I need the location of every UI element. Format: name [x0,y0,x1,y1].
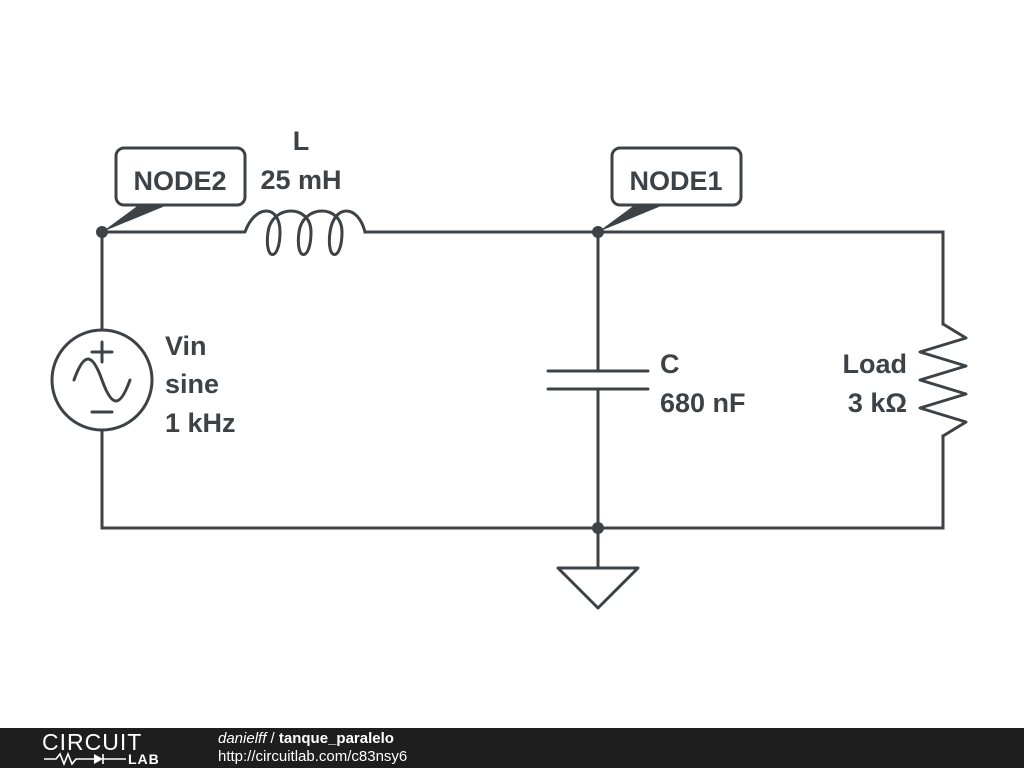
ground-symbol [556,566,640,610]
node1-label: NODE1 [629,166,722,196]
author-link[interactable]: danielff [218,730,267,747]
resistor-symbol [918,322,968,438]
inductor-name: L [293,126,310,156]
logo-text-circuit: CIRCUIT [42,729,143,755]
capacitor-name: C [660,349,680,379]
circuit-url-link[interactable]: http://circuitlab.com/c83nsy6 [218,748,408,765]
node1-flag: NODE1 [598,146,743,232]
resistor-name: Load [843,349,908,379]
logo-waveform-icon [44,752,126,766]
junction-ground [592,522,604,534]
circuit-title: tanque_paralelo [278,730,394,747]
credit-line: danielff / tanque_paralelo [218,730,394,748]
resistor-value: 3 kΩ [848,388,907,418]
source-name: Vin [165,331,207,361]
circuitlab-logo[interactable]: CIRCUIT LAB [42,730,182,766]
source-frequency: 1 kHz [165,408,236,438]
source-type: sine [165,369,219,399]
sine-source-symbol [50,328,154,432]
capacitor-value: 680 nF [660,388,746,418]
inductor-symbol [235,209,367,256]
node2-flag: NODE2 [102,146,247,232]
inductor-value: 25 mH [260,165,341,195]
capacitor-symbol [546,369,650,391]
footer-bar: CIRCUIT LAB danielff / tanque_paralelo h… [0,728,1024,768]
credit-separator: / [266,730,279,747]
node2-label: NODE2 [133,166,226,196]
logo-text-lab: LAB [128,751,160,767]
circuit-schematic: NODE2 NODE1 L 25 mH Vin sine 1 kHz C 680… [50,126,968,610]
